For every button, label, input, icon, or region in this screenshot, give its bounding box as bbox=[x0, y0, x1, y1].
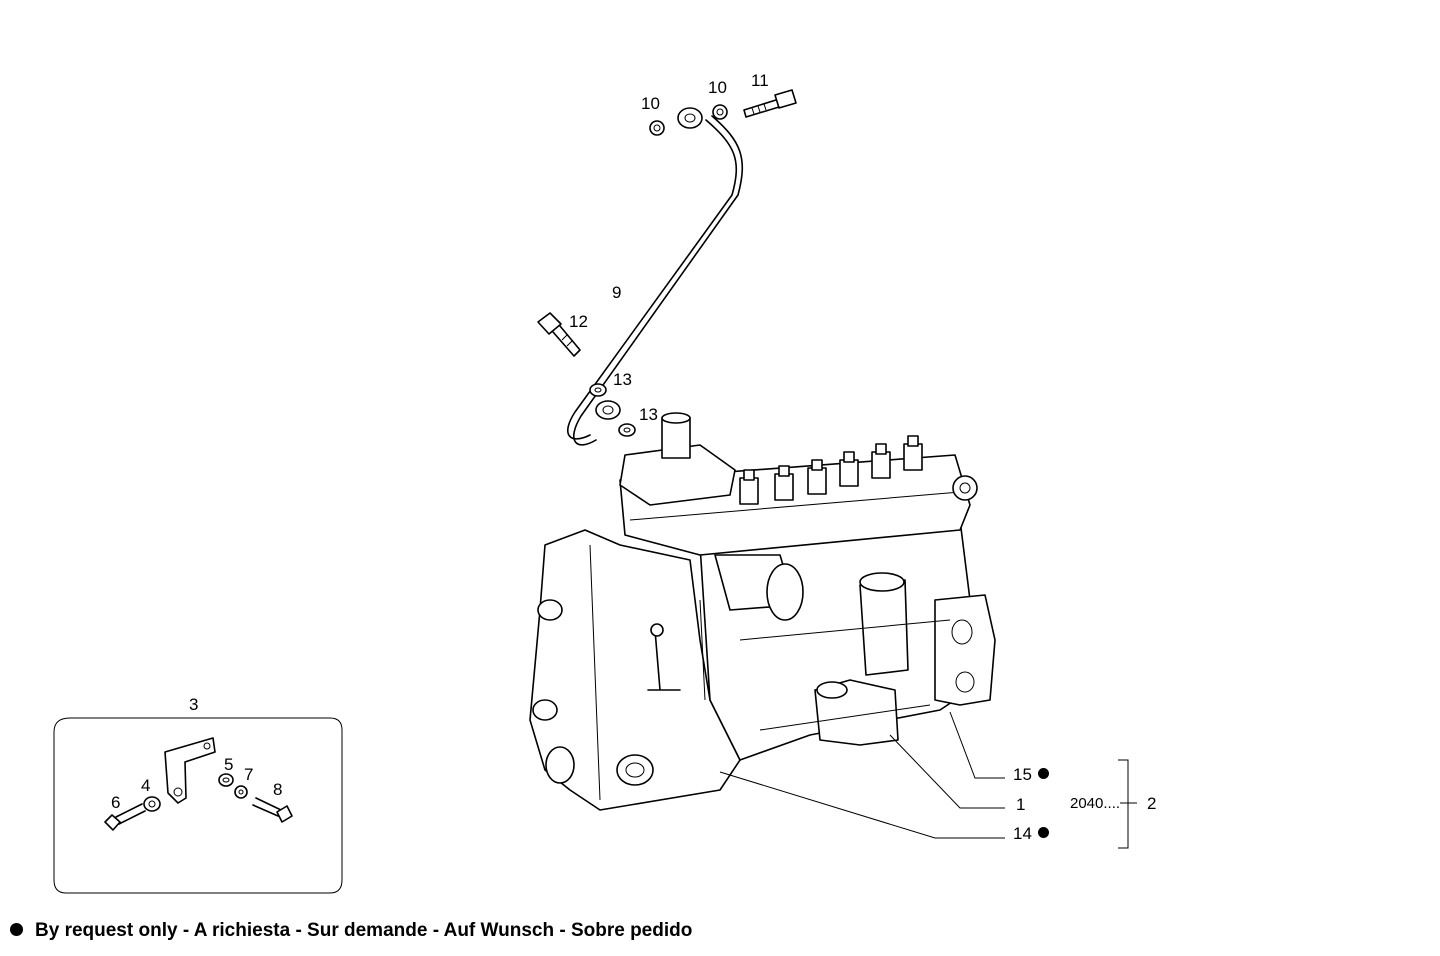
washer-part-10-right bbox=[712, 104, 728, 120]
mounting-kit-inset bbox=[53, 717, 343, 894]
callout-2: 2 bbox=[1147, 794, 1157, 813]
leader-lines bbox=[719, 711, 1005, 839]
washer-part-10-left bbox=[649, 120, 665, 136]
reference-code: 2040.... bbox=[1070, 795, 1121, 812]
washer-part-13-upper bbox=[589, 383, 607, 397]
callout-12: 12 bbox=[569, 312, 588, 331]
by-request-marker-14 bbox=[1037, 827, 1049, 838]
callout-15-number: 15 bbox=[1013, 765, 1032, 784]
fuel-pipe-part-9 bbox=[567, 107, 744, 446]
callout-15: 15 bbox=[1013, 766, 1049, 783]
footnote-text: By request only - A richiesta - Sur dema… bbox=[35, 920, 693, 941]
callout-3: 3 bbox=[189, 695, 199, 714]
banjo-bolt-part-11 bbox=[743, 89, 797, 118]
callout-4: 4 bbox=[141, 776, 151, 795]
callout-5: 5 bbox=[224, 755, 234, 774]
callout-10-left: 10 bbox=[641, 94, 660, 113]
washer-part-13-lower bbox=[618, 423, 636, 437]
callout-14: 14 bbox=[1013, 825, 1049, 842]
banjo-bolt-part-12 bbox=[537, 312, 581, 357]
callout-11: 11 bbox=[751, 71, 769, 90]
group-bracket bbox=[1118, 759, 1137, 849]
callout-8: 8 bbox=[273, 780, 283, 799]
callout-9: 9 bbox=[612, 283, 622, 302]
callout-10-right: 10 bbox=[708, 78, 727, 97]
injection-pump-part-1 bbox=[529, 412, 996, 811]
callout-14-number: 14 bbox=[1013, 824, 1032, 843]
callout-1: 1 bbox=[1016, 795, 1026, 814]
callout-13-lower: 13 bbox=[639, 405, 658, 424]
callout-6: 6 bbox=[111, 793, 121, 812]
footnote: By request only - A richiesta - Sur dema… bbox=[10, 920, 692, 942]
by-request-marker-legend bbox=[10, 923, 23, 936]
by-request-marker-15 bbox=[1037, 768, 1049, 779]
callout-7: 7 bbox=[244, 765, 254, 784]
callout-13-upper: 13 bbox=[613, 370, 632, 389]
